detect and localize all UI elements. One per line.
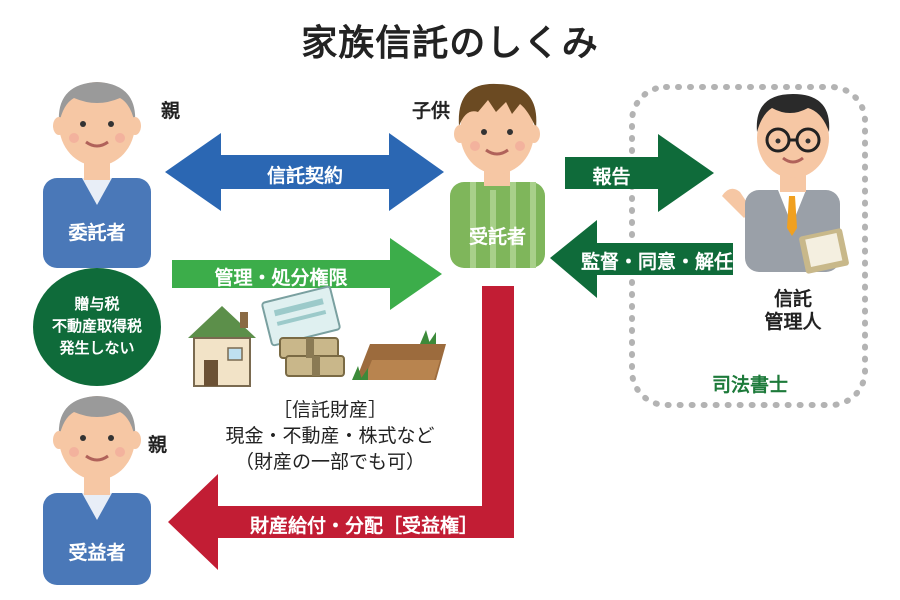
manager-label-line1: 信託 xyxy=(773,288,812,310)
parent-bottom-figure xyxy=(43,396,151,585)
trust-property-line3: （財産の一部でも可） xyxy=(234,451,425,473)
trust-property-line2: 現金・不動産・株式など xyxy=(225,425,435,447)
supervision-arrow-label: 監督・同意・解任 xyxy=(580,251,733,273)
report-arrow xyxy=(565,134,714,212)
parent-bottom-label: 親 xyxy=(148,434,168,456)
settlor-label: 委託者 xyxy=(68,222,126,244)
child-label: 子供 xyxy=(412,100,451,122)
management-arrow xyxy=(172,238,442,310)
manager-label-line2: 管理人 xyxy=(764,311,822,333)
tax-note-line3: 発生しない xyxy=(59,339,135,357)
tax-note-line2: 不動産取得税 xyxy=(51,317,142,335)
tax-note-circle xyxy=(33,268,161,386)
management-arrow-label: 管理・処分権限 xyxy=(214,267,348,289)
parent-top-figure xyxy=(43,82,151,268)
child-figure xyxy=(450,83,545,268)
contract-arrow-label: 信託契約 xyxy=(266,165,343,187)
supervision-arrow xyxy=(550,220,733,298)
lawyer-label: 司法書士 xyxy=(711,374,788,396)
benefit-arrow-label: 財産給付・分配［受益権］ xyxy=(249,515,478,537)
benefit-arrow xyxy=(168,286,514,570)
manager-figure xyxy=(722,94,849,274)
page-title: 家族信託のしくみ xyxy=(301,23,599,64)
report-arrow-label: 報告 xyxy=(592,166,631,188)
parent-top-label: 親 xyxy=(161,100,181,122)
property-illustration xyxy=(188,285,446,387)
trust-property-line1: ［信託財産］ xyxy=(272,399,387,421)
contract-arrow xyxy=(165,133,444,211)
beneficiary-label: 受益者 xyxy=(68,542,126,564)
tax-note-line1: 贈与税 xyxy=(74,295,120,313)
trustee-label: 受託者 xyxy=(468,226,526,248)
